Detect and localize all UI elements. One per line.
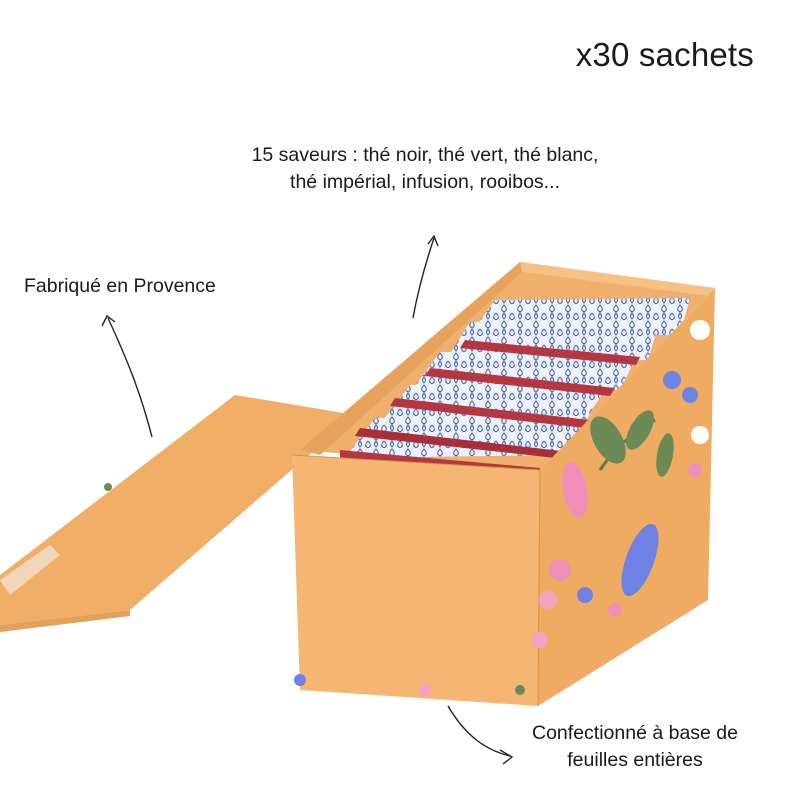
tea-sachets: [340, 298, 690, 474]
arrow-leaves: [447, 705, 511, 757]
flavors-annotation: 15 saveurs : thé noir, thé vert, thé bla…: [251, 144, 599, 193]
arrows: [101, 234, 514, 765]
leaves-annotation: Confectionné à base de feuilles entières: [532, 722, 738, 771]
sachet-count-heading: x30 sachets: [575, 36, 754, 73]
box-lid: [0, 395, 355, 632]
arrow-origin: [107, 317, 153, 438]
box-body: [291, 262, 715, 707]
origin-annotation: Fabriqué en Provence: [24, 275, 216, 297]
floral-pattern: [294, 320, 710, 696]
arrow-flavors: [412, 237, 435, 319]
